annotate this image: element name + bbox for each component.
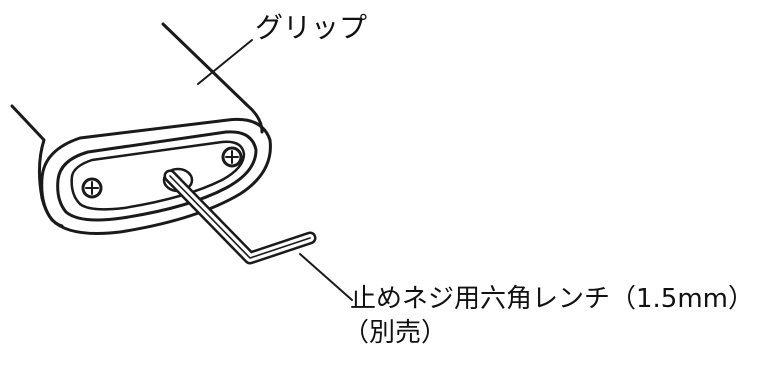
left-screw xyxy=(81,177,103,199)
hex-wrench-label: 止めネジ用六角レンチ（1.5mm） xyxy=(350,284,755,314)
wrench-leader-line xyxy=(299,253,353,301)
grip-left-edge xyxy=(10,104,64,228)
grip-label: グリップ xyxy=(255,11,368,44)
grip-leader-line xyxy=(197,39,253,85)
recessed-plate xyxy=(70,140,246,211)
base-plate-outer xyxy=(40,117,272,235)
right-screw xyxy=(221,146,243,168)
base-plate-rim xyxy=(56,130,258,222)
grip-top-edge xyxy=(161,22,264,134)
hex-wrench xyxy=(163,169,317,265)
sold-separately-note: （別売） xyxy=(343,318,448,348)
